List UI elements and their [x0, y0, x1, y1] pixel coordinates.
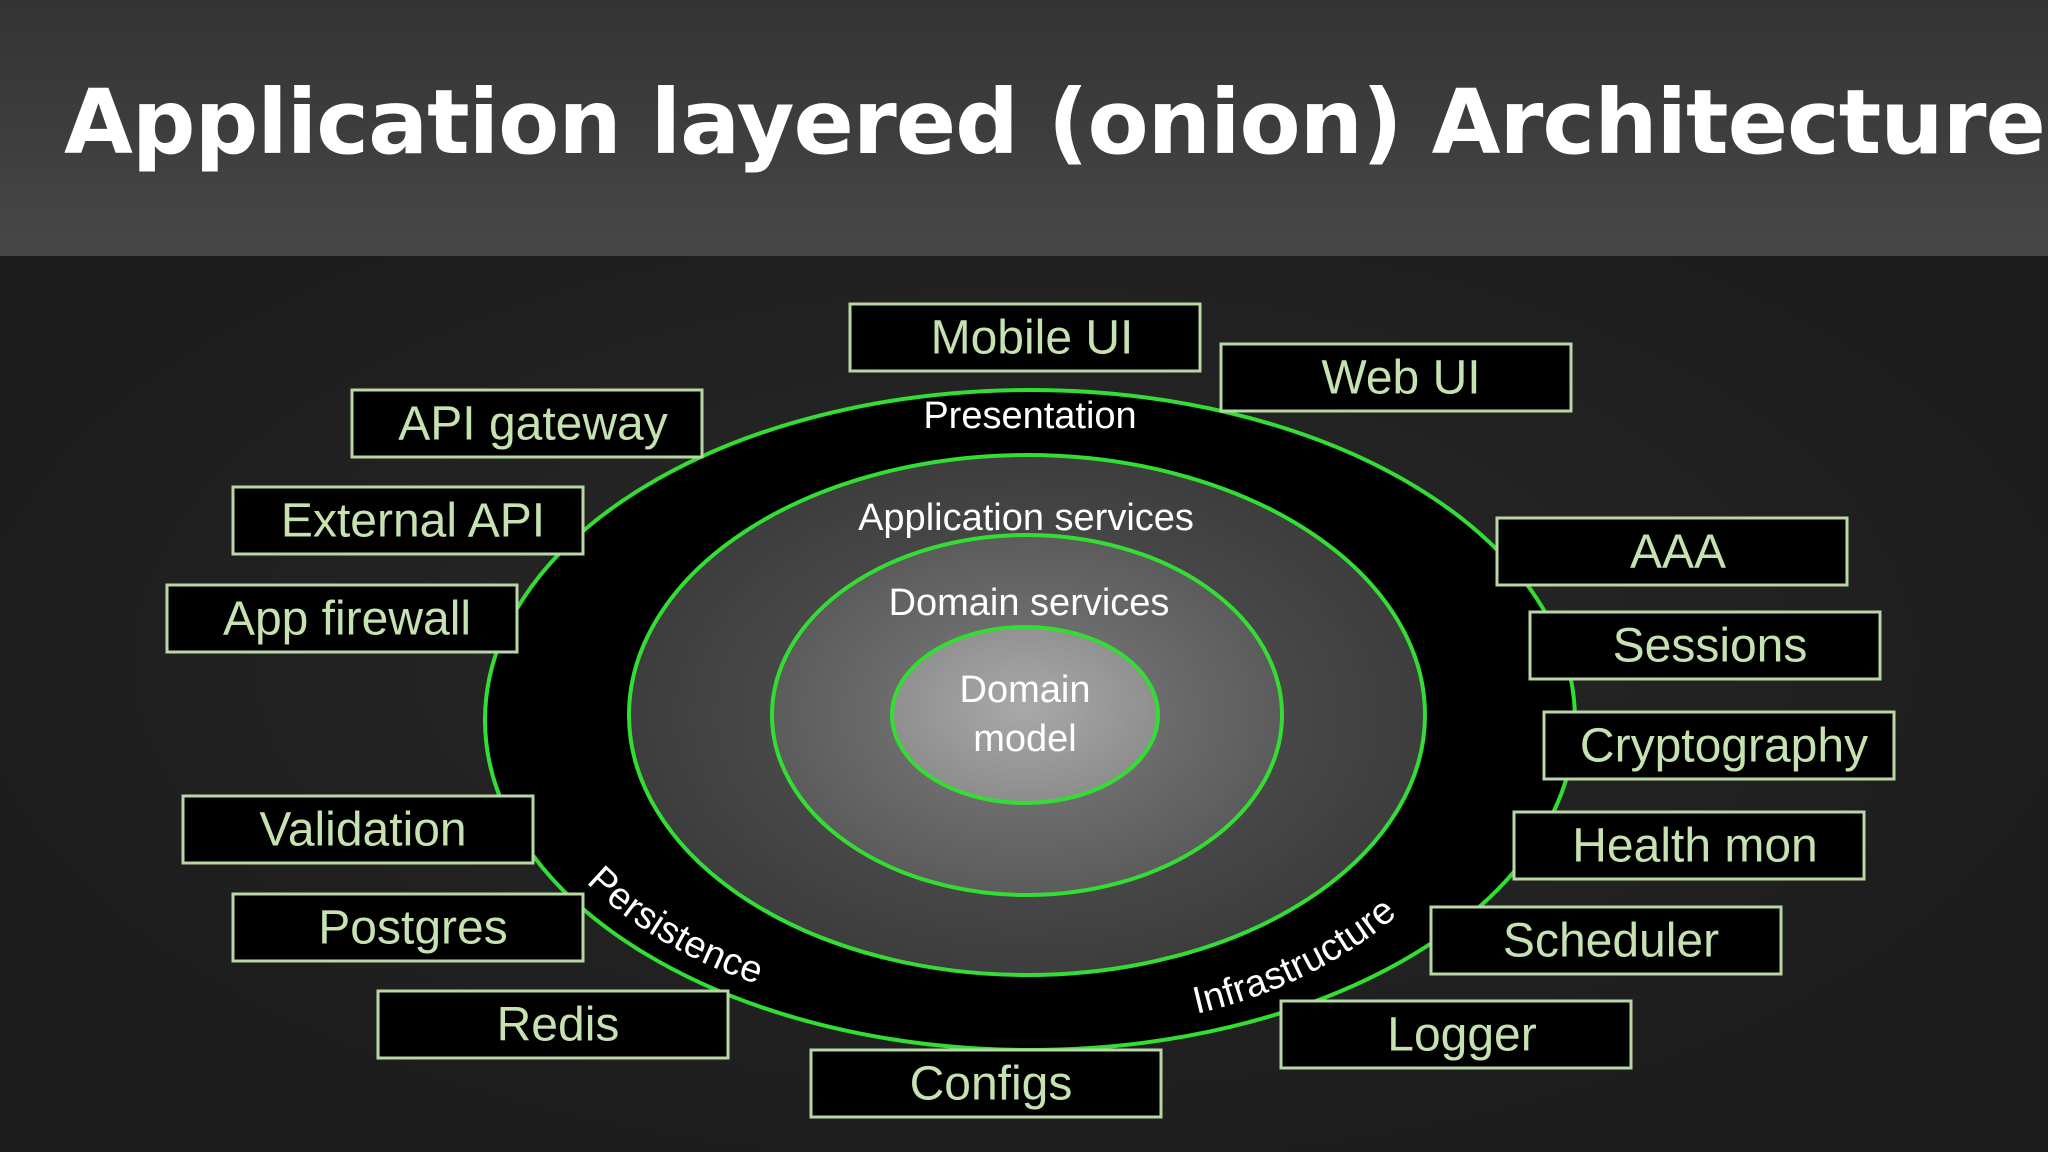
- component-box-scheduler: Scheduler: [1429, 905, 1783, 976]
- component-box-postgres: Postgres: [231, 892, 585, 963]
- component-label: Cryptography: [1580, 720, 1868, 773]
- domain-model-label-line1: Domain: [960, 669, 1091, 711]
- component-label: Sessions: [1613, 620, 1808, 673]
- slide-title: Application layered (onion) Architecture: [64, 70, 2046, 174]
- application-services-label: Application services: [858, 497, 1194, 539]
- component-box-aaa: AAA: [1495, 516, 1849, 587]
- component-box-web-ui: Web UI: [1219, 342, 1573, 413]
- component-box-external-api: External API: [231, 485, 585, 556]
- component-box-api-gateway: API gateway: [350, 388, 704, 459]
- component-box-cryptography: Cryptography: [1542, 710, 1896, 781]
- domain-model-core: [890, 625, 1160, 805]
- component-label: External API: [281, 495, 545, 548]
- domain-model-label-line2: model: [973, 718, 1077, 760]
- component-box-app-firewall: App firewall: [165, 583, 519, 654]
- component-box-sessions: Sessions: [1528, 610, 1882, 681]
- component-label: Configs: [910, 1058, 1073, 1111]
- component-label: Scheduler: [1503, 915, 1719, 968]
- component-box-configs: Configs: [809, 1048, 1163, 1119]
- component-box-validation: Validation: [181, 794, 535, 865]
- presentation-label: Presentation: [923, 395, 1136, 437]
- component-label: Web UI: [1321, 352, 1480, 405]
- component-box-logger: Logger: [1279, 999, 1633, 1070]
- component-label: API gateway: [398, 398, 667, 451]
- component-label: Validation: [259, 804, 466, 857]
- component-box-mobile-ui: Mobile UI: [848, 302, 1202, 373]
- component-label: Health mon: [1572, 820, 1817, 873]
- component-label: AAA: [1630, 526, 1726, 579]
- component-label: Mobile UI: [931, 312, 1134, 365]
- component-label: Logger: [1387, 1009, 1536, 1062]
- component-box-redis: Redis: [376, 989, 730, 1060]
- component-label: App firewall: [223, 593, 471, 646]
- component-label: Postgres: [318, 902, 507, 955]
- domain-services-label: Domain services: [889, 582, 1170, 624]
- component-label: Redis: [497, 999, 620, 1052]
- component-box-health-mon: Health mon: [1512, 810, 1866, 881]
- title-bar: Application layered (onion) Architecture: [0, 0, 2048, 256]
